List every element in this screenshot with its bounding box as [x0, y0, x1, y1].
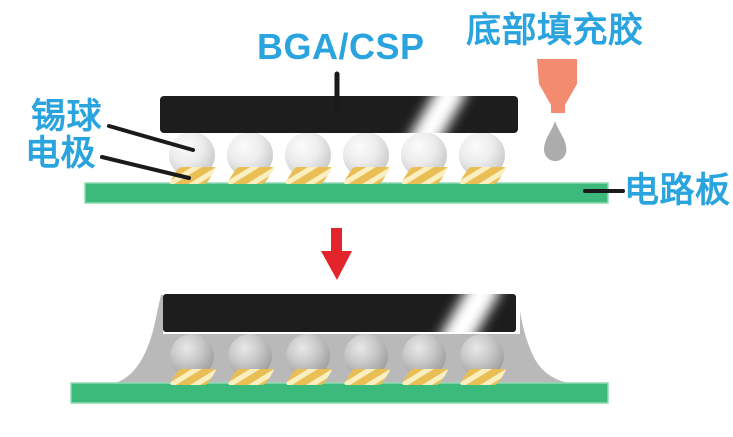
- electrode-pad: [228, 369, 274, 385]
- electrode-pad: [286, 369, 332, 385]
- solder-ball: [286, 334, 330, 378]
- electrode-pad: [344, 369, 390, 385]
- electrode-pad: [459, 167, 506, 184]
- electrode-pad: [460, 369, 506, 385]
- electrode-pad: [401, 167, 448, 184]
- solder-ball: [285, 132, 331, 178]
- electrode-pad: [169, 167, 216, 184]
- solder-ball: [402, 334, 446, 378]
- solder-ball: [459, 132, 505, 178]
- solder-ball: [401, 132, 447, 178]
- solder-ball: [343, 132, 389, 178]
- arrow-shaft: [331, 228, 342, 254]
- electrode-pad: [285, 167, 332, 184]
- electrode-pad-row-bottom: [170, 369, 506, 385]
- solder-ball: [228, 334, 272, 378]
- electrode-pad: [170, 369, 216, 385]
- solder-ball-label: 锡球: [31, 97, 103, 136]
- solder-ball: [460, 334, 504, 378]
- electrode-pad-row-top: [169, 167, 506, 184]
- solder-ball-row-top: [169, 132, 505, 178]
- solder-ball-row-bottom: [170, 334, 504, 378]
- pcb-board-top: [84, 182, 609, 204]
- pcb-board-bottom: [70, 382, 609, 404]
- electrode-pointer-line: [100, 155, 191, 180]
- electrode-pad: [402, 369, 448, 385]
- solder-ball: [227, 132, 273, 178]
- dispenser-nozzle: [537, 59, 577, 113]
- adhesive-droplet: [544, 121, 567, 162]
- chip-highlight: [438, 294, 502, 332]
- circuit-board-label: 电路板: [624, 171, 731, 210]
- solder-ball-pointer-line: [107, 124, 195, 152]
- electrode-label: 电极: [25, 134, 97, 173]
- chip-highlight: [406, 96, 469, 133]
- assembly-after-underfill: [70, 294, 609, 404]
- underfill-adhesive-label: 底部填充胶: [466, 11, 644, 50]
- bga-chip-bottom: [163, 294, 516, 332]
- arrow-head: [321, 251, 352, 280]
- solder-ball: [169, 132, 215, 178]
- assembly-before-underfill: [84, 59, 625, 204]
- solder-ball: [170, 334, 214, 378]
- solder-ball: [344, 334, 388, 378]
- electrode-pad: [343, 167, 390, 184]
- electrode-pad: [227, 167, 274, 184]
- process-arrow-down: [321, 228, 352, 280]
- bga-csp-label: BGA/CSP: [257, 26, 425, 67]
